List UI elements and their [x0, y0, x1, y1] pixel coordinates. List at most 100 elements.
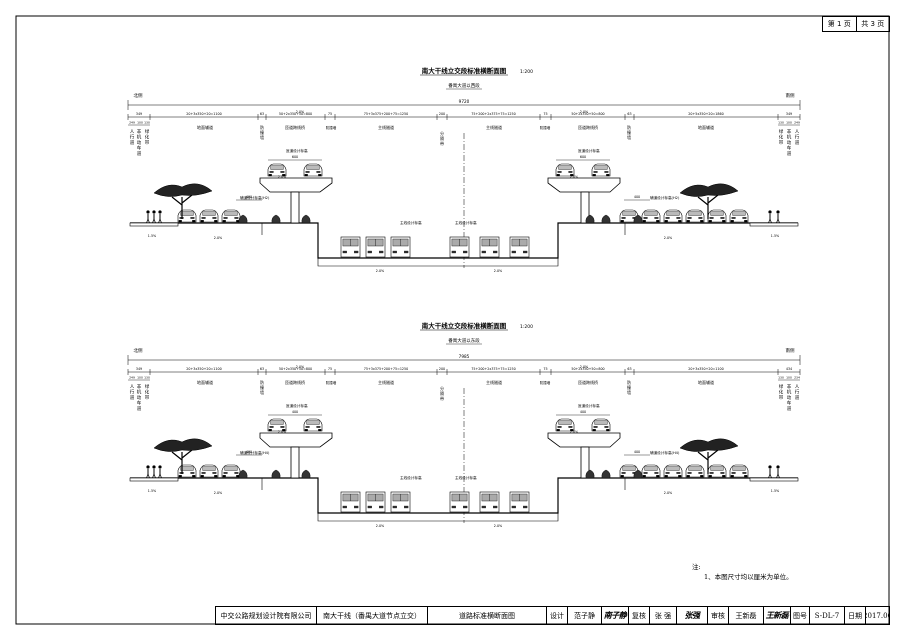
- slope-value: 2.0%: [580, 365, 588, 369]
- shrub-shape: [271, 469, 281, 479]
- bus-icon: [365, 236, 386, 258]
- vehicle-wheel: [570, 429, 574, 432]
- pedestrian-icon: [158, 465, 162, 479]
- vehicle-wheel: [722, 475, 726, 478]
- vehicle-wheel: [200, 220, 204, 223]
- zone-label-char: 绿: [145, 128, 150, 135]
- segment-dimension: 434: [786, 367, 792, 371]
- vehicle-windshield: [732, 466, 746, 471]
- vehicle-lamp: [280, 426, 285, 428]
- zone-label-char: 车: [787, 400, 792, 407]
- bus-lamp: [392, 505, 397, 509]
- vehicle-windshield: [644, 466, 658, 471]
- vehicle-lamp: [568, 426, 573, 428]
- bus-lamp: [451, 505, 456, 509]
- zone-label-char: 道: [787, 150, 792, 157]
- vehicle-lamp: [720, 217, 725, 219]
- vehicle-windshield: [558, 420, 572, 425]
- segment-dimension: 75: [543, 112, 547, 116]
- pedestrian-leg: [159, 473, 162, 479]
- slope-value: 2.0%: [376, 269, 384, 273]
- zone-label-char: 绿: [779, 128, 784, 135]
- vehicle-wheel: [722, 220, 726, 223]
- bus-lamp: [404, 250, 409, 254]
- zone-label-char: 动: [137, 139, 142, 146]
- note-title: 注:: [692, 563, 701, 571]
- ramp-car-icon: [555, 163, 575, 177]
- vehicle-windshield: [688, 211, 702, 216]
- vehicle-lamp: [269, 171, 274, 173]
- vehicle-wheel: [178, 475, 182, 478]
- vehicle-wheel: [268, 174, 272, 177]
- vehicle-wheel: [700, 475, 704, 478]
- label-barrier-char: 墙: [627, 134, 631, 140]
- slope-value: 2.0%: [214, 236, 222, 240]
- tunnel-trough: [262, 477, 625, 514]
- segment-dimension: 75+3x375+200+75=1250: [364, 367, 408, 371]
- label-design-elevation: 辅道设计标高(H2): [240, 195, 270, 200]
- page-counter: 第 1 页 共 3 页: [822, 16, 890, 32]
- label-aux-road: 地面辅道: [698, 379, 714, 385]
- label-barrier-char: 防: [260, 379, 264, 385]
- pedestrian-icon: [158, 210, 162, 224]
- aux-road-car-icon: [221, 209, 241, 223]
- direction-left: 北侧: [134, 347, 143, 354]
- date-label: 日期: [845, 607, 866, 624]
- section-subtitle: 番禺大道以西段: [448, 82, 480, 89]
- vehicle-windshield: [224, 466, 238, 471]
- vehicle-wheel: [620, 475, 624, 478]
- pier-width: 400: [634, 195, 640, 199]
- vehicle-lamp: [190, 472, 195, 474]
- aux-road-car-icon: [663, 209, 683, 223]
- zone-label-char: 机: [787, 134, 792, 141]
- ramp-width: 600: [292, 155, 298, 159]
- bridge-pier-left: [290, 446, 300, 479]
- label-barrier: 防撞墙: [326, 380, 337, 385]
- vehicle-lamp: [676, 472, 681, 474]
- zone-label-char: 机: [137, 134, 142, 141]
- pedestrian-leg: [777, 473, 780, 479]
- shrub-icon: [601, 214, 611, 224]
- label-design-elevation: 辅道设计标高(H4): [240, 450, 270, 455]
- vehicle-lamp: [269, 426, 274, 428]
- section-scale: 1:200: [520, 324, 533, 330]
- project-name: 南大干线（番禺大道节点立交）: [317, 607, 428, 624]
- zone-label-char: 带: [779, 140, 784, 146]
- label-barrier-char: 撞: [627, 129, 631, 135]
- vehicle-wheel: [214, 220, 218, 223]
- bus-lamp: [493, 250, 498, 254]
- vehicle-lamp: [643, 217, 648, 219]
- sub-dimension: 130: [144, 121, 150, 125]
- bus-lamp: [523, 250, 528, 254]
- vehicle-lamp: [621, 217, 626, 219]
- ramp-width: 600: [580, 155, 586, 159]
- page-number: 第 1 页: [827, 20, 851, 28]
- vehicle-windshield: [306, 165, 320, 170]
- pedestrian-leg: [769, 218, 772, 224]
- pier-width: 400: [634, 450, 640, 454]
- shrub-shape: [238, 469, 248, 479]
- bus-icon: [479, 236, 500, 258]
- aux-road-car-icon: [685, 464, 705, 478]
- ramp-bridge-right: [547, 432, 621, 448]
- vehicle-lamp: [643, 472, 648, 474]
- label-main-tunnel: 主线隧道: [378, 124, 394, 130]
- pedestrian-icon: [146, 465, 150, 479]
- label-design-elevation: 主线设计标高: [400, 220, 422, 225]
- sub-dimension: 130: [778, 376, 784, 380]
- vehicle-lamp: [223, 217, 228, 219]
- label-barrier: 防撞墙: [540, 125, 551, 130]
- pedestrian-leg: [777, 218, 780, 224]
- shrub-shape: [633, 469, 643, 479]
- segment-dimension: 63: [260, 367, 264, 371]
- label-barrier-char: 墙: [627, 389, 631, 395]
- label-design-elevation: 主线设计标高: [455, 475, 477, 480]
- vehicle-wheel: [656, 220, 660, 223]
- label-barrier-char: 撞: [260, 129, 264, 135]
- designer-signature: 南子静: [602, 607, 629, 624]
- pedestrian-leg: [158, 473, 161, 479]
- vehicle-lamp: [621, 472, 626, 474]
- vehicle-windshield: [688, 466, 702, 471]
- slope-value: 1.5%: [148, 234, 156, 238]
- drawing-name: 道路标准横断面图: [428, 607, 547, 624]
